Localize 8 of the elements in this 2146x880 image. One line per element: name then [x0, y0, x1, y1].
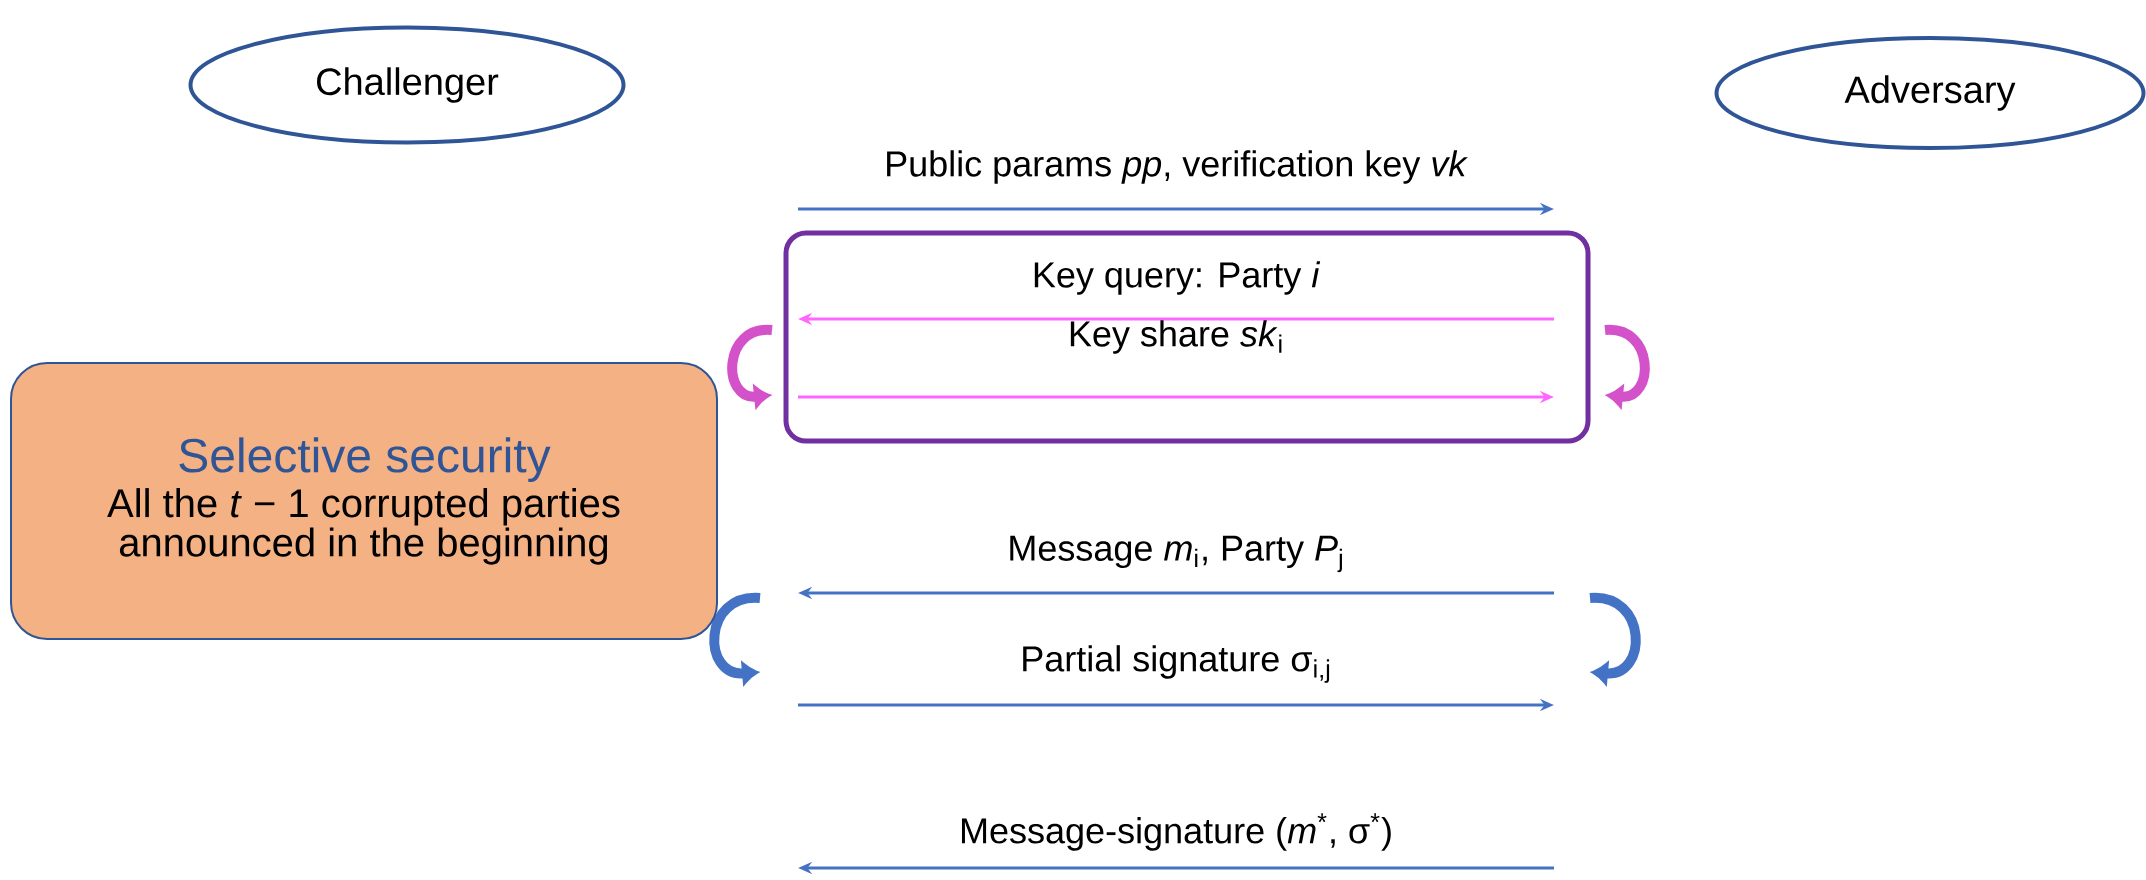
- message-label: Message m$_{i}$, Party P$_{j}$: [1010, 535, 1342, 573]
- message-label: Key query: Party i: [1034, 261, 1321, 295]
- message-label: Partial signature σ$_{i,j}$: [1023, 645, 1330, 683]
- message-label: Public params pp, verification key vk: [887, 150, 1468, 184]
- frame-box: [783, 230, 1591, 444]
- message-label: Key share sk$_{i}$: [1070, 320, 1282, 354]
- message-label: Message-signature (m$^{*}$, σ$^{*}$): [962, 813, 1391, 851]
- text-box: Selective security All the t − 1 corrupted parties announced in the beginning: [10, 362, 718, 640]
